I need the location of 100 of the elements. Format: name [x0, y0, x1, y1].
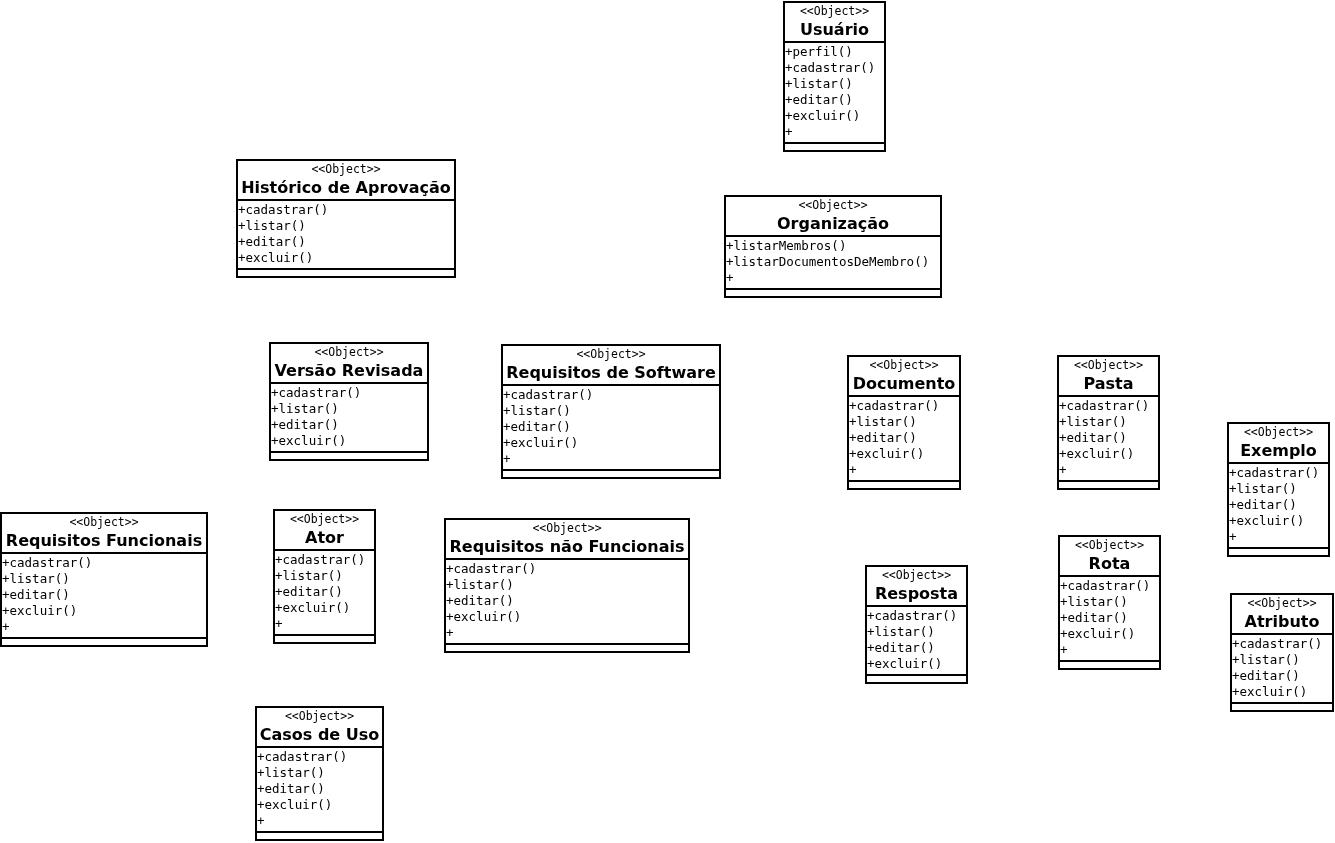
class-box [236, 159, 456, 278]
class-name: Casos de Uso [259, 724, 380, 745]
method-label: +excluir() [1059, 446, 1135, 462]
class-box [1227, 422, 1330, 557]
method-label: + [1059, 462, 1067, 478]
class-name: Pasta [1083, 373, 1134, 394]
method-label: +listar() [1060, 594, 1128, 610]
method-label: +editar() [257, 781, 325, 797]
method-label: +cadastrar() [446, 561, 537, 577]
method-label: +cadastrar() [1059, 398, 1150, 414]
class-name: Organização [777, 213, 889, 234]
class-box [1230, 593, 1334, 712]
method-label: +excluir() [1229, 513, 1305, 529]
stereotype-label: <<Object>> [69, 515, 139, 530]
method-label: +perfil() [785, 44, 853, 60]
method-label: +editar() [238, 234, 306, 250]
stereotype-label: <<Object>> [532, 521, 602, 536]
class-box [1057, 355, 1160, 490]
method-label: + [726, 270, 734, 286]
method-label: +editar() [271, 417, 339, 433]
method-label: +cadastrar() [257, 749, 348, 765]
class-box [783, 1, 886, 152]
method-label: +editar() [2, 587, 70, 603]
class-name: Atributo [1244, 611, 1320, 632]
method-label: +excluir() [1060, 626, 1136, 642]
method-label: +editar() [503, 419, 571, 435]
method-label: +listar() [271, 401, 339, 417]
stereotype-label: <<Object>> [869, 358, 939, 373]
method-label: +cadastrar() [849, 398, 940, 414]
class-name: Requisitos de Software [506, 362, 716, 383]
class-name: Requisitos não Funcionais [449, 536, 685, 557]
class-box [255, 706, 384, 841]
method-label: +listar() [867, 624, 935, 640]
method-label: +listar() [1059, 414, 1127, 430]
method-label: +listarDocumentosDeMembro() [726, 254, 930, 270]
class-box [501, 344, 721, 479]
method-label: +listar() [275, 568, 343, 584]
method-label: +excluir() [503, 435, 579, 451]
stereotype-label: <<Object>> [284, 709, 355, 724]
class-name: Histórico de Aprovação [241, 177, 451, 198]
class-box [865, 565, 968, 684]
method-label: +editar() [1059, 430, 1127, 446]
method-label: + [1229, 529, 1237, 545]
class-box [0, 512, 208, 647]
method-label: + [1060, 642, 1068, 658]
method-label: +cadastrar() [867, 608, 958, 624]
method-label: +cadastrar() [2, 555, 93, 571]
method-label: +cadastrar() [271, 385, 362, 401]
method-label: +excluir() [275, 600, 351, 616]
class-name: Resposta [874, 583, 959, 604]
method-label: +listar() [257, 765, 325, 781]
method-label: +excluir() [849, 446, 925, 462]
class-name: Documento [852, 373, 956, 394]
class-box [724, 195, 942, 298]
method-label: + [275, 616, 283, 632]
method-label: + [849, 462, 857, 478]
class-box [847, 355, 961, 490]
stereotype-label: <<Object>> [1247, 596, 1317, 611]
method-label: +excluir() [446, 609, 522, 625]
class-box [269, 342, 429, 461]
method-label: + [503, 451, 511, 467]
stereotype-label: <<Object>> [311, 162, 381, 177]
method-label: + [2, 619, 10, 635]
class-name: Exemplo [1240, 440, 1317, 461]
class-name: Rota [1088, 553, 1131, 574]
class-name: Versão Revisada [274, 360, 424, 381]
method-label: +editar() [785, 92, 853, 108]
class-name: Requisitos Funcionais [5, 530, 203, 551]
method-label: +excluir() [238, 250, 314, 266]
method-label: +listar() [2, 571, 70, 587]
method-label: +listar() [238, 218, 306, 234]
method-label: + [785, 124, 793, 140]
stereotype-label: <<Object>> [576, 347, 646, 362]
method-label: +listar() [1232, 652, 1300, 668]
method-label: +cadastrar() [275, 552, 366, 568]
method-label: +cadastrar() [238, 202, 329, 218]
method-label: +editar() [1232, 668, 1300, 684]
method-label: + [257, 813, 265, 829]
method-label: +listar() [446, 577, 514, 593]
class-box [1058, 535, 1161, 670]
method-label: +listar() [849, 414, 917, 430]
method-label: +excluir() [1232, 684, 1308, 700]
method-label: +cadastrar() [1232, 636, 1323, 652]
method-label: +editar() [275, 584, 343, 600]
method-label: +listar() [1229, 481, 1297, 497]
method-label: +editar() [867, 640, 935, 656]
method-label: +excluir() [257, 797, 333, 813]
method-label: +editar() [1060, 610, 1128, 626]
method-label: +cadastrar() [1229, 465, 1320, 481]
method-label: +cadastrar() [1060, 578, 1151, 594]
stereotype-label: <<Object>> [289, 512, 360, 527]
method-label: +editar() [1229, 497, 1297, 513]
method-label: +excluir() [867, 656, 943, 672]
stereotype-label: <<Object>> [799, 4, 870, 19]
method-label: +cadastrar() [785, 60, 876, 76]
class-name: Usuário [799, 19, 870, 40]
method-label: +excluir() [271, 433, 347, 449]
class-box [444, 518, 690, 653]
method-label: +listar() [785, 76, 853, 92]
stereotype-label: <<Object>> [1074, 538, 1145, 553]
